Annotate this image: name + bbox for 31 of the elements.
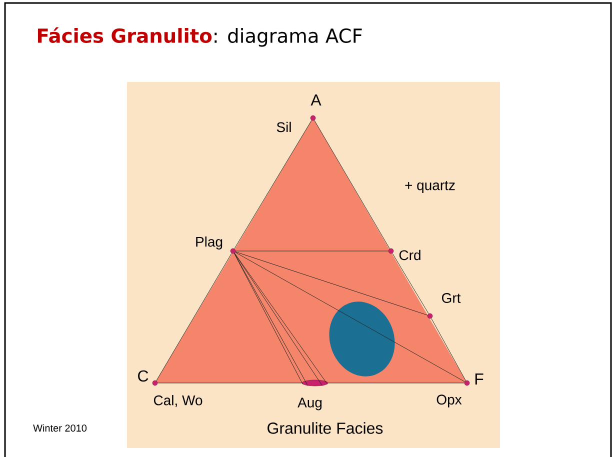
mineral-point	[464, 380, 470, 386]
tie-line	[234, 120, 312, 249]
diagram-caption: Granulite Facies	[268, 422, 383, 434]
tie-line	[156, 253, 232, 381]
mineral-bar	[302, 380, 328, 386]
mineral-point	[388, 248, 394, 254]
mineral-label: Plag	[196, 236, 222, 250]
note: + quartz	[405, 181, 455, 193]
corner-letter: C	[138, 370, 148, 382]
slide-title: Fácies Granulito: diagrama ACF	[38, 27, 362, 47]
tie-line	[392, 253, 429, 314]
mineral-label: Crd	[399, 250, 420, 260]
tie-line	[431, 318, 466, 381]
mineral-label: Opx	[436, 394, 462, 408]
mineral-label: Aug	[298, 398, 322, 410]
corner-letter: F	[475, 373, 484, 384]
mineral-label: Grt	[442, 293, 461, 303]
corner-letter: A	[310, 94, 322, 106]
mineral-point	[230, 248, 236, 254]
tie-line	[314, 120, 390, 249]
tie-line	[157, 382, 302, 384]
mineral-point	[310, 115, 316, 121]
tie-line	[328, 382, 465, 384]
mineral-point	[152, 380, 158, 386]
source-note: Winter 2010	[33, 424, 87, 432]
mineral-label: Cal, Wo	[154, 395, 202, 407]
tie-line	[235, 252, 428, 316]
tie-line	[235, 250, 389, 252]
tie-line	[235, 252, 465, 382]
mineral-label: Sil	[276, 122, 291, 132]
mineral-point	[427, 313, 433, 319]
